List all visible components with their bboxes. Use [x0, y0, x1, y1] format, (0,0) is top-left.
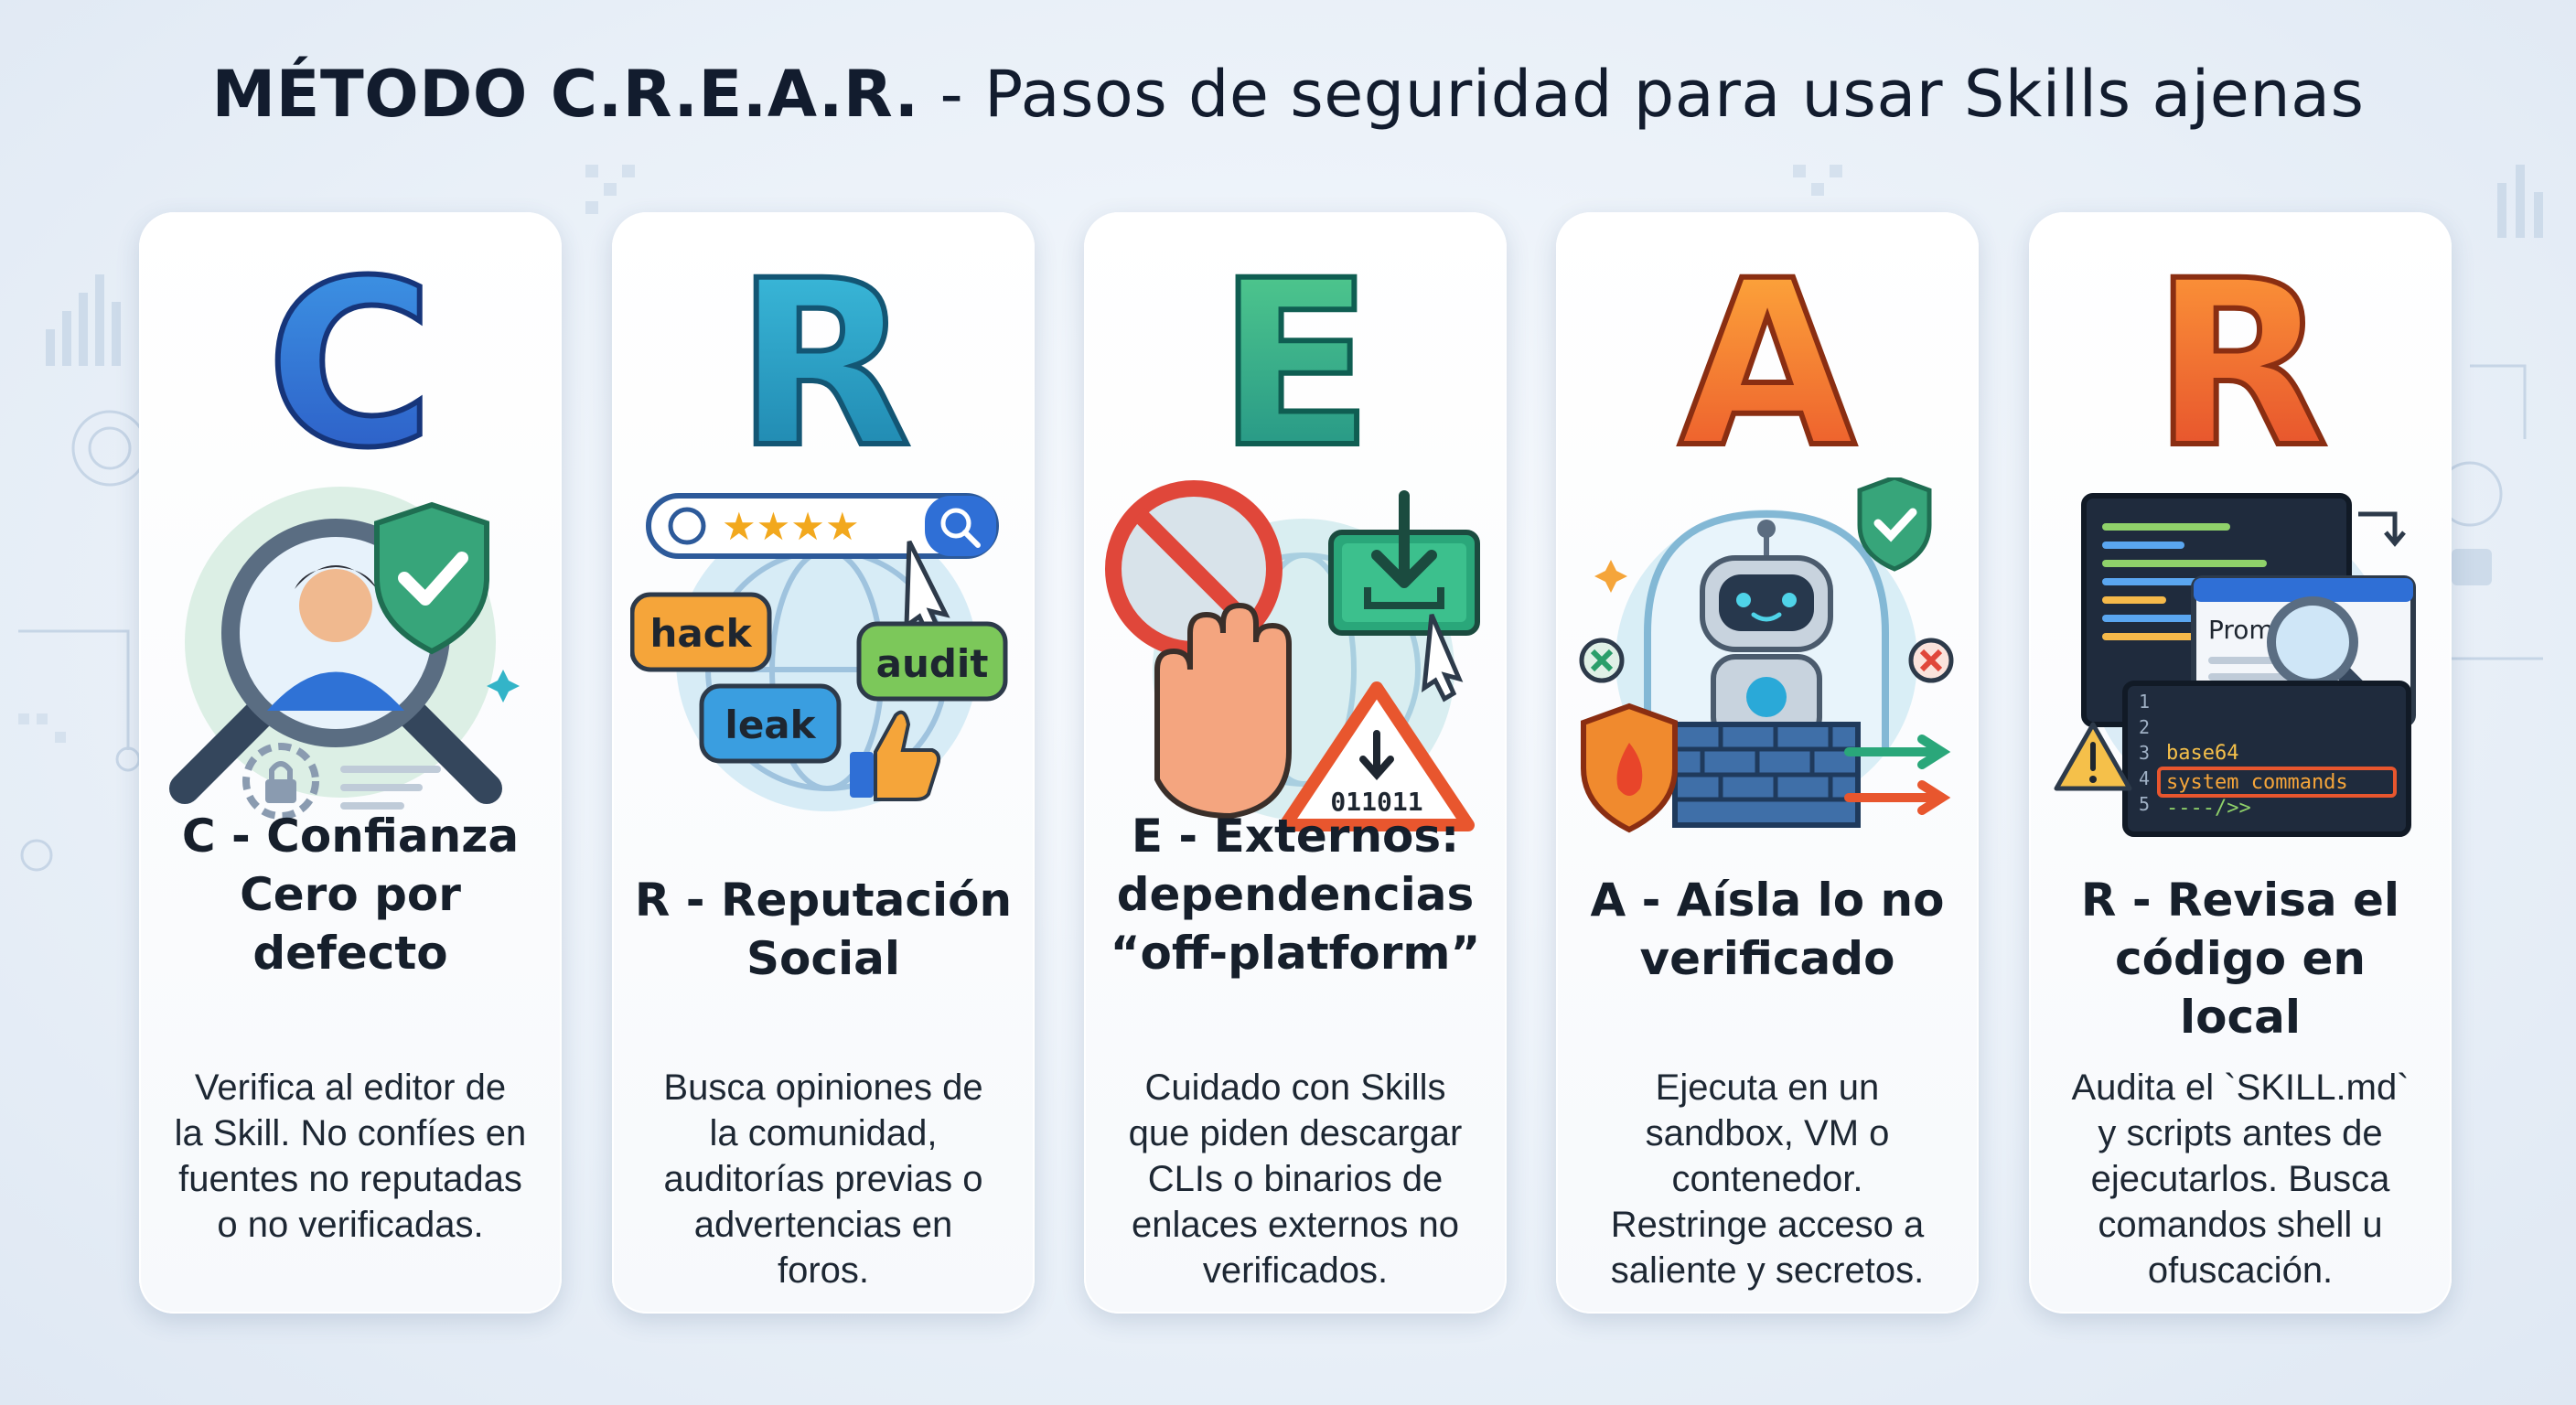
svg-text:1: 1 — [2139, 691, 2150, 713]
step-letter-r-reputation: R — [733, 256, 915, 476]
step-card-r-reputation: R ★★★★ hack — [612, 212, 1035, 1314]
step-description-r-reputation: Busca opiniones de la comunidad, auditor… — [663, 1067, 983, 1291]
step-card-e: E 011011 — [1084, 212, 1507, 1314]
title-method-name: MÉTODO C.R.E.A.R. — [211, 57, 919, 132]
step-description-r-review: Audita el `SKILL.md` y scripts antes de … — [2071, 1067, 2410, 1291]
step-title-a: A - Aísla lo no verificado — [1590, 874, 1945, 985]
svg-text:4: 4 — [2139, 767, 2150, 789]
step-title-r-review: R - Revisa el código en local — [2080, 874, 2400, 1044]
step-card-c: C C - Confia — [139, 212, 562, 1314]
isolation-illustration — [1579, 475, 1954, 833]
search-icon — [940, 508, 971, 539]
step-title-r-reputation: R - Reputación Social — [634, 874, 1013, 985]
step-letter-e: E — [1215, 256, 1377, 476]
bubble-audit: audit — [856, 621, 1008, 702]
step-letter-r-review: R — [2150, 256, 2332, 476]
svg-text:leak: leak — [724, 702, 816, 747]
svg-text:3: 3 — [2139, 742, 2150, 764]
thumbs-up-icon — [850, 710, 941, 801]
svg-text:audit: audit — [876, 641, 989, 686]
code-review-illustration: Prompt 1 2 3 4 5 base64 system commands — [2054, 493, 2416, 837]
code-editor: 1 2 3 4 5 base64 system commands ----/>> — [2122, 681, 2411, 837]
shield-check-icon — [374, 501, 489, 655]
step-letter-a: A — [1676, 256, 1858, 476]
stop-hand-icon — [1154, 602, 1292, 820]
step-letter-c: C — [263, 256, 436, 476]
warning-icon: 011011 — [1279, 681, 1475, 831]
swap-icon — [2358, 511, 2406, 547]
rating-stars: ★★★★ — [722, 504, 860, 549]
warning-icon — [2054, 722, 2132, 791]
bubble-leak: leak — [699, 683, 842, 764]
trust-illustration — [169, 487, 520, 820]
download-icon — [1328, 490, 1480, 636]
step-card-a: A — [1556, 212, 1979, 1314]
step-card-r-review: R Prompt — [2029, 212, 2452, 1314]
svg-text:base64: base64 — [2166, 742, 2238, 765]
bubble-hack: hack — [629, 592, 772, 672]
step-title-e: E - Externos: dependencias “off-platform… — [1110, 810, 1481, 980]
title-subtitle: - Pasos de seguridad para usar Skills aj… — [918, 57, 2365, 132]
blocked-x-right — [1908, 638, 1954, 683]
svg-text:system commands: system commands — [2166, 771, 2348, 794]
reputation-illustration: ★★★★ hack audit leak — [629, 493, 1008, 811]
svg-text:R: R — [735, 256, 912, 476]
svg-text:C: C — [266, 256, 434, 476]
cursor-icon — [1421, 614, 1464, 702]
svg-text:E: E — [1218, 256, 1374, 476]
robot-icon — [1700, 520, 1833, 742]
svg-text:2: 2 — [2139, 716, 2150, 738]
page-title: MÉTODO C.R.E.A.R. - Pasos de seguridad p… — [0, 57, 2576, 132]
svg-text:hack: hack — [649, 611, 752, 656]
blocked-x-left — [1579, 638, 1625, 683]
step-description-a: Ejecuta en un sandbox, VM o contenedor. … — [1610, 1067, 1925, 1291]
external-dependencies-illustration: 011011 — [1105, 480, 1480, 831]
search-bar: ★★★★ — [646, 493, 999, 559]
firewall-icon — [1672, 722, 1861, 828]
step-description-e: Cuidado con Skills que piden descargar C… — [1128, 1067, 1463, 1291]
svg-text:R: R — [2152, 256, 2329, 476]
shield-check-icon — [1857, 475, 1932, 572]
svg-text:5: 5 — [2139, 793, 2150, 815]
step-title-c: C - Confianza Cero por defecto — [181, 810, 520, 980]
svg-text:----/>>: ----/>> — [2166, 797, 2251, 820]
lock-gear-icon — [242, 743, 319, 820]
step-description-c: Verifica al editor de la Skill. No confí… — [174, 1067, 527, 1245]
fire-shield-icon — [1581, 702, 1678, 833]
svg-text:A: A — [1679, 256, 1855, 476]
svg-text:011011: 011011 — [1330, 787, 1422, 817]
